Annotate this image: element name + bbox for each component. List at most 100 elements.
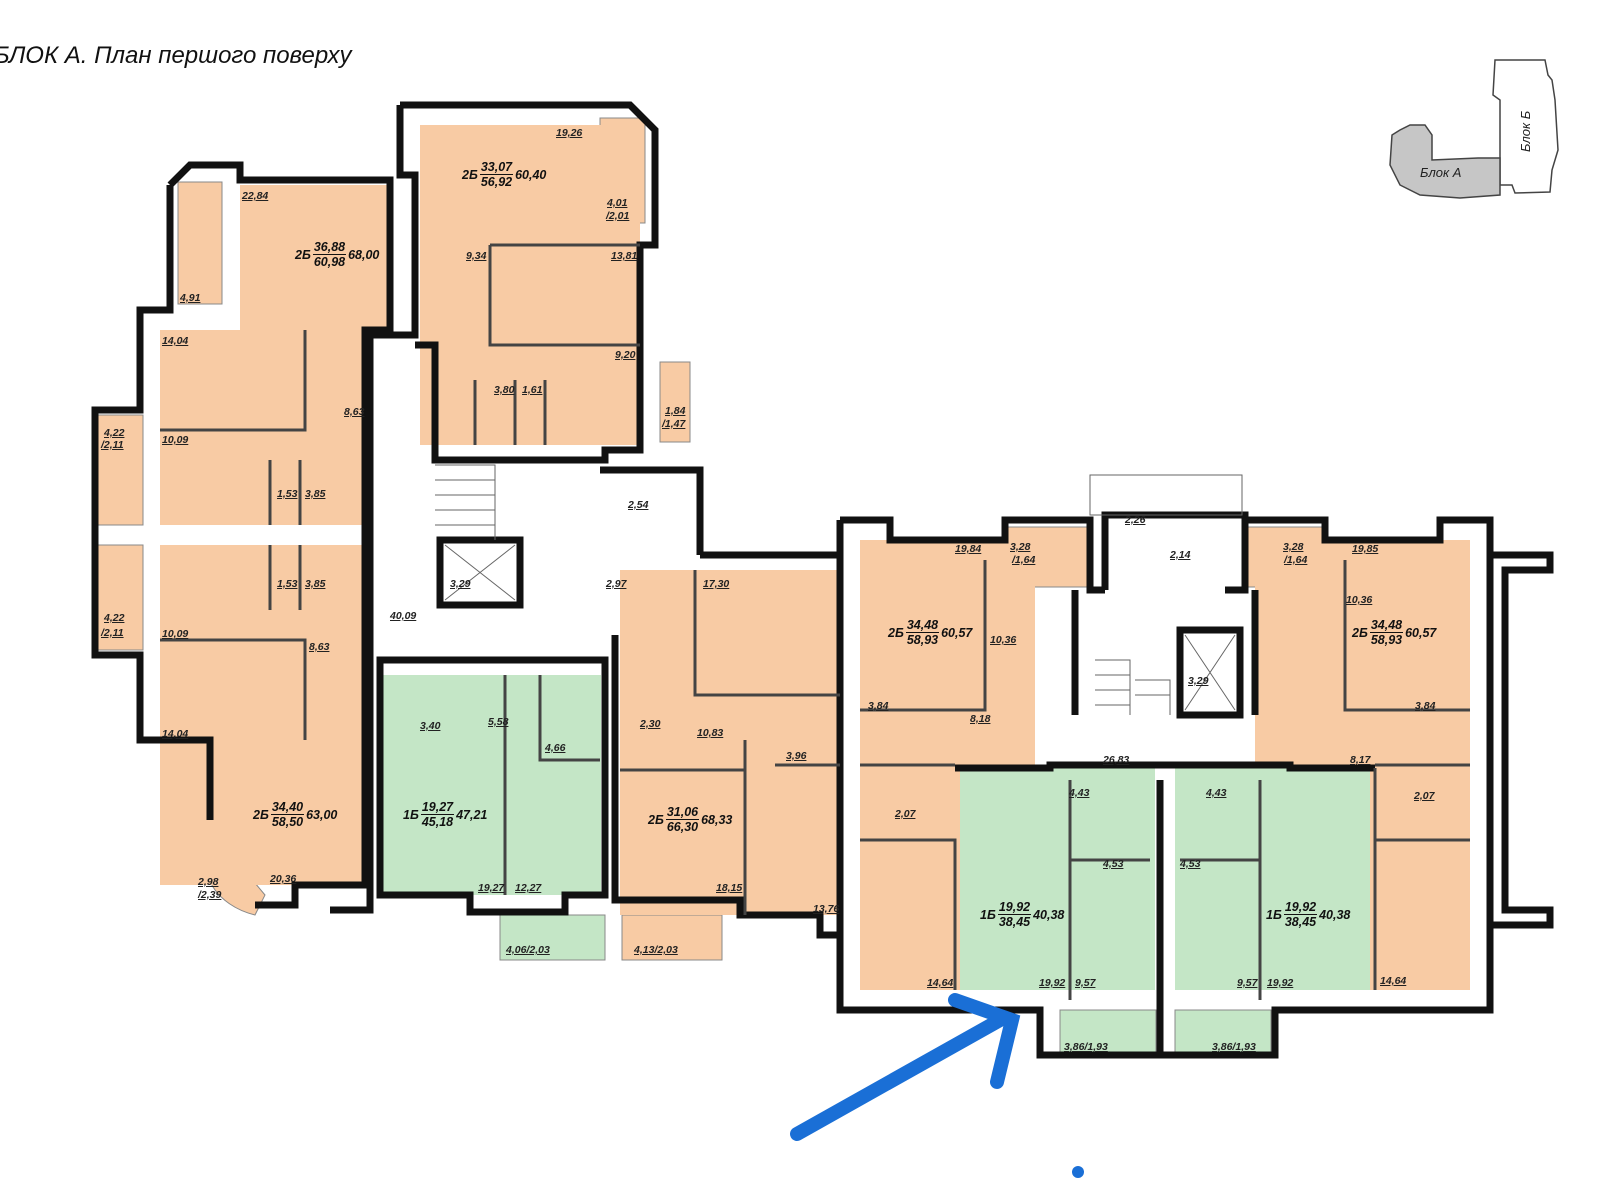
room-area-label: /1,64 bbox=[1012, 554, 1036, 566]
apartment-type: 1Б bbox=[980, 907, 996, 922]
area-with-balcony: 68,00 bbox=[348, 247, 380, 262]
room-area-label: 3,85 bbox=[305, 578, 326, 590]
key-map-block-a-label: Блок А bbox=[1420, 165, 1462, 180]
room-area-label: 19,27 bbox=[478, 882, 505, 894]
room-area-label: 10,09 bbox=[162, 434, 189, 446]
room-area-label: 17,30 bbox=[703, 578, 730, 590]
room-area-label: 3,29 bbox=[1188, 675, 1209, 687]
room-area-label: 9,57 bbox=[1237, 977, 1258, 989]
apartment-type: 1Б bbox=[403, 807, 419, 822]
apt-5-fill bbox=[620, 570, 840, 915]
area-with-balcony: 47,21 bbox=[456, 807, 488, 822]
room-area-label: 2,98 bbox=[198, 876, 219, 888]
apartment-type: 2Б bbox=[295, 247, 311, 262]
area-with-balcony: 68,33 bbox=[701, 812, 733, 827]
room-area-label: 9,57 bbox=[1075, 977, 1096, 989]
room-area-label: 13,76 bbox=[813, 903, 840, 915]
room-area-label: 8,63 bbox=[309, 641, 330, 653]
room-area-label: 14,04 bbox=[162, 728, 189, 740]
room-area-label: 4,53 bbox=[1180, 858, 1201, 870]
arrow-shaft bbox=[790, 1013, 1007, 1141]
balcony bbox=[94, 544, 144, 651]
room-area-label: 4,53 bbox=[1103, 858, 1124, 870]
room-area-label: 10,09 bbox=[162, 628, 189, 640]
room-area-label: /2,11 bbox=[101, 439, 124, 451]
room-area-label: 3,28 bbox=[1010, 541, 1031, 553]
apartment-type: 2Б bbox=[888, 625, 904, 640]
direction-arrow bbox=[790, 993, 1021, 1141]
room-area-label: 4,43 bbox=[1206, 787, 1227, 799]
room-area-label: 19,92 bbox=[1267, 977, 1294, 989]
block-b-outline bbox=[1492, 59, 1559, 194]
apt-3-fill bbox=[160, 545, 365, 885]
room-area-label: 10,36 bbox=[1346, 594, 1373, 606]
room-area-label: 2,07 bbox=[895, 808, 916, 820]
room-area-label: 3,85 bbox=[305, 488, 326, 500]
room-area-label: 8,17 bbox=[1350, 754, 1371, 766]
room-area-label: 14,64 bbox=[1380, 975, 1407, 987]
room-area-label: 8,63 bbox=[344, 406, 365, 418]
room-area-label: 1,61 bbox=[522, 384, 543, 396]
room-area-label: 3,84 bbox=[1415, 700, 1436, 712]
blue-dot bbox=[1072, 1166, 1084, 1178]
total-area: 38,45 bbox=[1284, 915, 1317, 929]
living-area: 31,06 bbox=[665, 805, 700, 820]
room-area-label: 5,58 bbox=[488, 716, 509, 728]
apt-7-fill bbox=[960, 768, 1155, 990]
apartment-fills bbox=[160, 125, 1470, 990]
room-area-label: 22,84 bbox=[242, 190, 269, 202]
room-area-label: 9,34 bbox=[466, 250, 487, 262]
room-area-label: 4,01 bbox=[607, 197, 628, 209]
room-area-label: 13,81 bbox=[611, 250, 638, 262]
room-area-label: 2,07 bbox=[1414, 790, 1435, 802]
living-area: 33,07 bbox=[479, 160, 514, 175]
apartment-type: 2Б bbox=[253, 807, 269, 822]
total-area: 58,93 bbox=[906, 633, 939, 647]
balcony bbox=[621, 914, 723, 961]
arrow-head bbox=[948, 993, 1021, 1089]
balcony bbox=[1059, 1009, 1157, 1056]
room-area-label: 4,43 bbox=[1069, 787, 1090, 799]
room-area-label: 18,15 bbox=[716, 882, 743, 894]
living-area: 19,92 bbox=[997, 900, 1032, 915]
walls bbox=[91, 101, 1554, 1059]
balcony bbox=[94, 414, 144, 526]
room-area-label: 26,83 bbox=[1103, 754, 1130, 766]
apt-1-fill bbox=[240, 185, 390, 333]
apartment-type: 1Б bbox=[1266, 907, 1282, 922]
balcony bbox=[177, 181, 223, 305]
room-area-label: 3,40 bbox=[420, 720, 441, 732]
living-area: 19,92 bbox=[1283, 900, 1318, 915]
room-area-label: 2,54 bbox=[628, 499, 649, 511]
room-area-label: 19,92 bbox=[1039, 977, 1066, 989]
room-area-label: 4,22 bbox=[104, 427, 125, 439]
total-area: 56,92 bbox=[480, 175, 513, 189]
room-area-label: 1,53 bbox=[277, 578, 298, 590]
room-area-label: 14,04 bbox=[162, 335, 189, 347]
room-area-label: 4,91 bbox=[180, 292, 201, 304]
apartment-type: 2Б bbox=[1352, 625, 1368, 640]
room-area-label: 19,26 bbox=[556, 127, 583, 139]
area-with-balcony: 60,40 bbox=[515, 167, 547, 182]
room-area-label: 3,28 bbox=[1283, 541, 1304, 553]
room-area-label: 3,96 bbox=[786, 750, 807, 762]
area-with-balcony: 40,38 bbox=[1319, 907, 1351, 922]
room-area-label: 3,80 bbox=[494, 384, 515, 396]
stairs bbox=[435, 464, 1243, 715]
total-area: 58,93 bbox=[1370, 633, 1403, 647]
living-area: 34,48 bbox=[1369, 618, 1404, 633]
room-area-label: 4,66 bbox=[545, 742, 566, 754]
